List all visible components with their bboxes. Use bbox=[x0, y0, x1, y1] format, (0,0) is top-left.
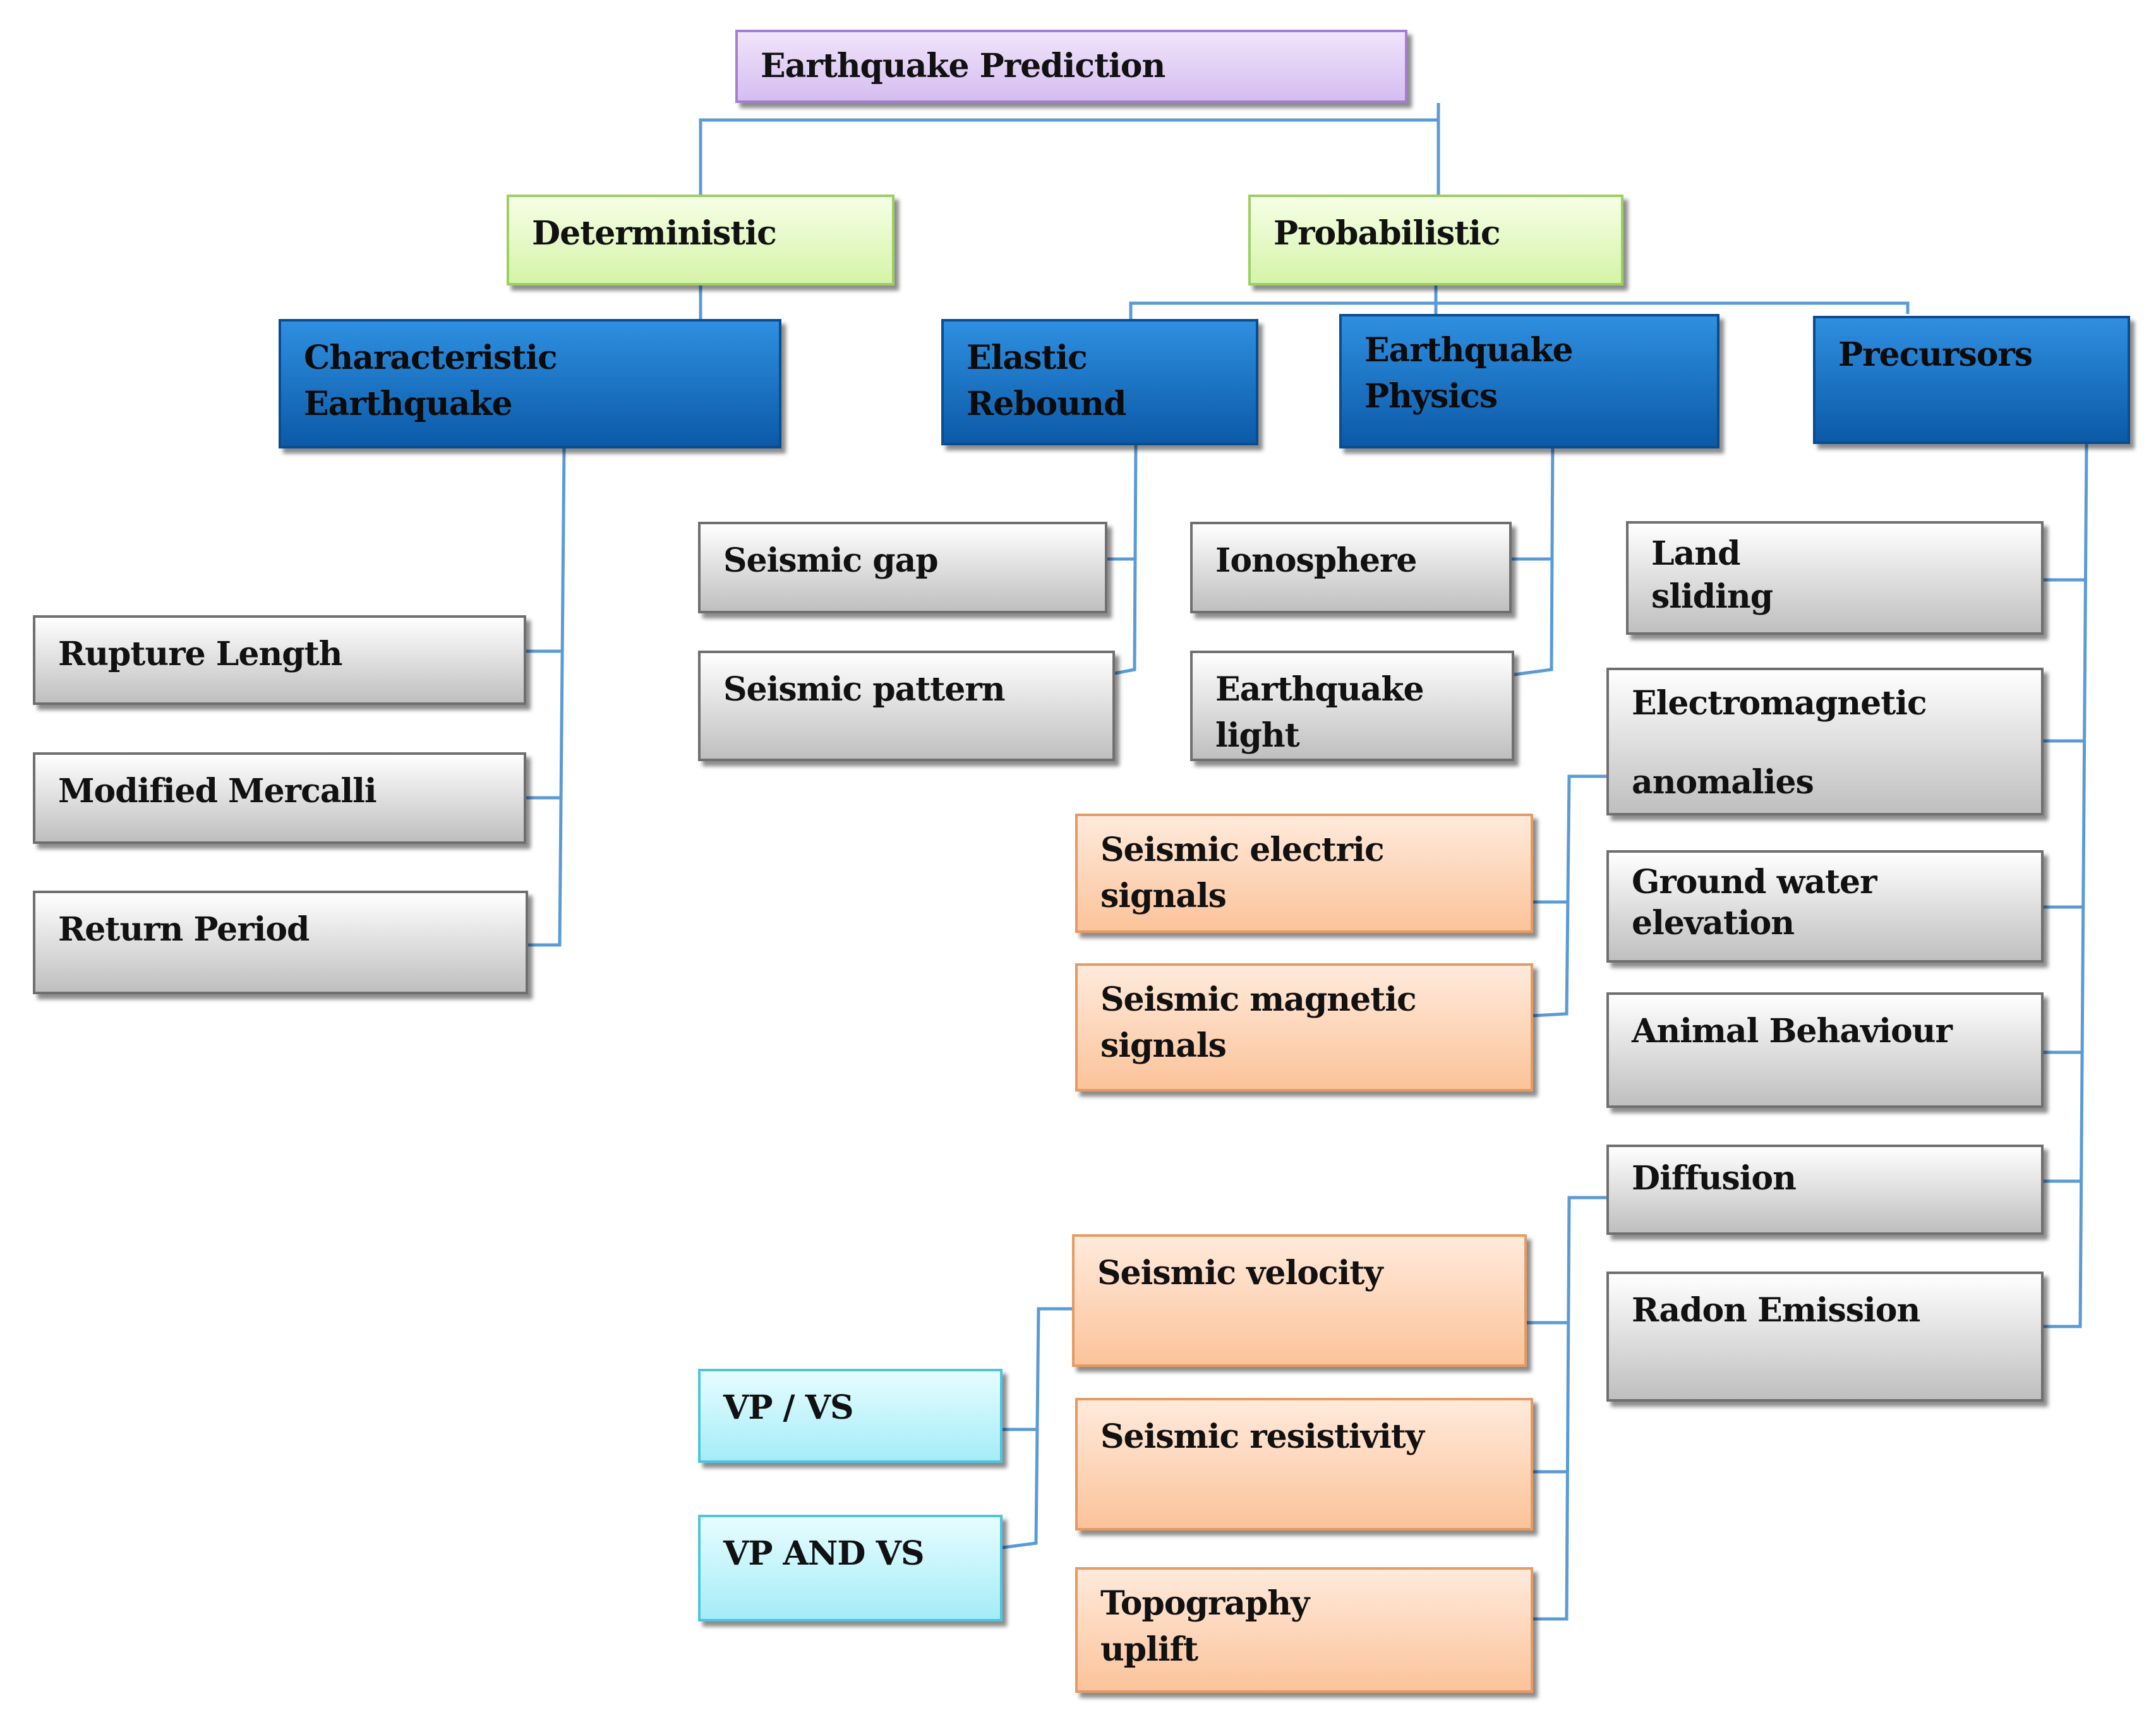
method-elastic-label: Elastic Rebound bbox=[967, 339, 1126, 423]
leaf-seismic-magnetic-signals: Seismic magnetic signals bbox=[1075, 963, 1533, 1092]
leaf-seismic-electric-signals: Seismic electric signals bbox=[1075, 814, 1533, 933]
leaf-vp-and-vs: VP AND VS bbox=[698, 1515, 1003, 1621]
leaf-return-period: Return Period bbox=[33, 891, 528, 994]
leaf-label: VP / VS bbox=[723, 1388, 854, 1427]
leaf-modified-mercalli: Modified Mercalli bbox=[33, 752, 526, 844]
leaf-ionosphere: Ionosphere bbox=[1190, 522, 1512, 613]
leaf-seismic-gap: Seismic gap bbox=[698, 522, 1107, 613]
leaf-label: Seismic gap bbox=[723, 541, 939, 580]
leaf-label: Seismic pattern bbox=[723, 670, 1006, 709]
method-elastic-rebound: Elastic Rebound bbox=[941, 319, 1258, 445]
leaf-label: Animal Behaviour bbox=[1632, 1012, 1953, 1050]
leaf-label: Rupture Length bbox=[58, 635, 342, 673]
leaf-label: Electromagnetic anomalies bbox=[1632, 684, 1927, 802]
leaf-label: Modified Mercalli bbox=[58, 772, 377, 810]
leaf-label: Land sliding bbox=[1651, 534, 1773, 616]
leaf-diffusion: Diffusion bbox=[1606, 1145, 2044, 1235]
approach-probabilistic: Probabilistic bbox=[1248, 195, 1623, 286]
method-characteristic-earthquake: Characteristic Earthquake bbox=[279, 319, 781, 448]
leaf-label: Seismic resistivity bbox=[1100, 1417, 1424, 1456]
approach-probabilistic-label: Probabilistic bbox=[1274, 214, 1501, 253]
root-label: Earthquake Prediction bbox=[761, 47, 1165, 85]
approach-deterministic-label: Deterministic bbox=[532, 214, 777, 253]
method-precursors-label: Precursors bbox=[1838, 335, 2033, 374]
leaf-radon-emission: Radon Emission bbox=[1606, 1272, 2044, 1402]
leaf-label: Earthquake light bbox=[1215, 670, 1424, 755]
leaf-earthquake-light: Earthquake light bbox=[1190, 651, 1514, 761]
leaf-label: Seismic magnetic signals bbox=[1100, 980, 1417, 1065]
leaf-animal-behaviour: Animal Behaviour bbox=[1606, 992, 2044, 1108]
leaf-land-sliding: Land sliding bbox=[1626, 521, 2044, 635]
leaf-seismic-velocity: Seismic velocity bbox=[1072, 1234, 1527, 1367]
leaf-ground-water-elevation: Ground water elevation bbox=[1606, 850, 2044, 963]
approach-deterministic: Deterministic bbox=[507, 195, 894, 286]
leaf-seismic-pattern: Seismic pattern bbox=[698, 651, 1115, 761]
method-earthquake-physics: Earthquake Physics bbox=[1339, 314, 1719, 448]
leaf-rupture-length: Rupture Length bbox=[33, 615, 526, 705]
leaf-seismic-resistivity: Seismic resistivity bbox=[1075, 1398, 1533, 1531]
leaf-label: Seismic electric signals bbox=[1100, 831, 1385, 915]
leaf-label: Return Period bbox=[58, 910, 310, 949]
method-physics-label: Earthquake Physics bbox=[1364, 331, 1574, 416]
leaf-vp-vs-ratio: VP / VS bbox=[698, 1369, 1003, 1463]
leaf-label: Topography uplift bbox=[1100, 1584, 1310, 1669]
leaf-label: VP AND VS bbox=[723, 1534, 925, 1573]
leaf-topography-uplift: Topography uplift bbox=[1075, 1567, 1533, 1693]
leaf-label: Radon Emission bbox=[1632, 1291, 1920, 1330]
root-earthquake-prediction: Earthquake Prediction bbox=[735, 30, 1407, 103]
leaf-electromagnetic-anomalies: Electromagnetic anomalies bbox=[1606, 668, 2044, 815]
method-precursors: Precursors bbox=[1813, 316, 2130, 444]
leaf-label: Ionosphere bbox=[1215, 541, 1418, 580]
leaf-label: Seismic velocity bbox=[1097, 1254, 1383, 1292]
method-characteristic-label: Characteristic Earthquake bbox=[304, 339, 558, 423]
leaf-label: Diffusion bbox=[1632, 1159, 1797, 1198]
leaf-label: Ground water elevation bbox=[1632, 863, 1877, 942]
